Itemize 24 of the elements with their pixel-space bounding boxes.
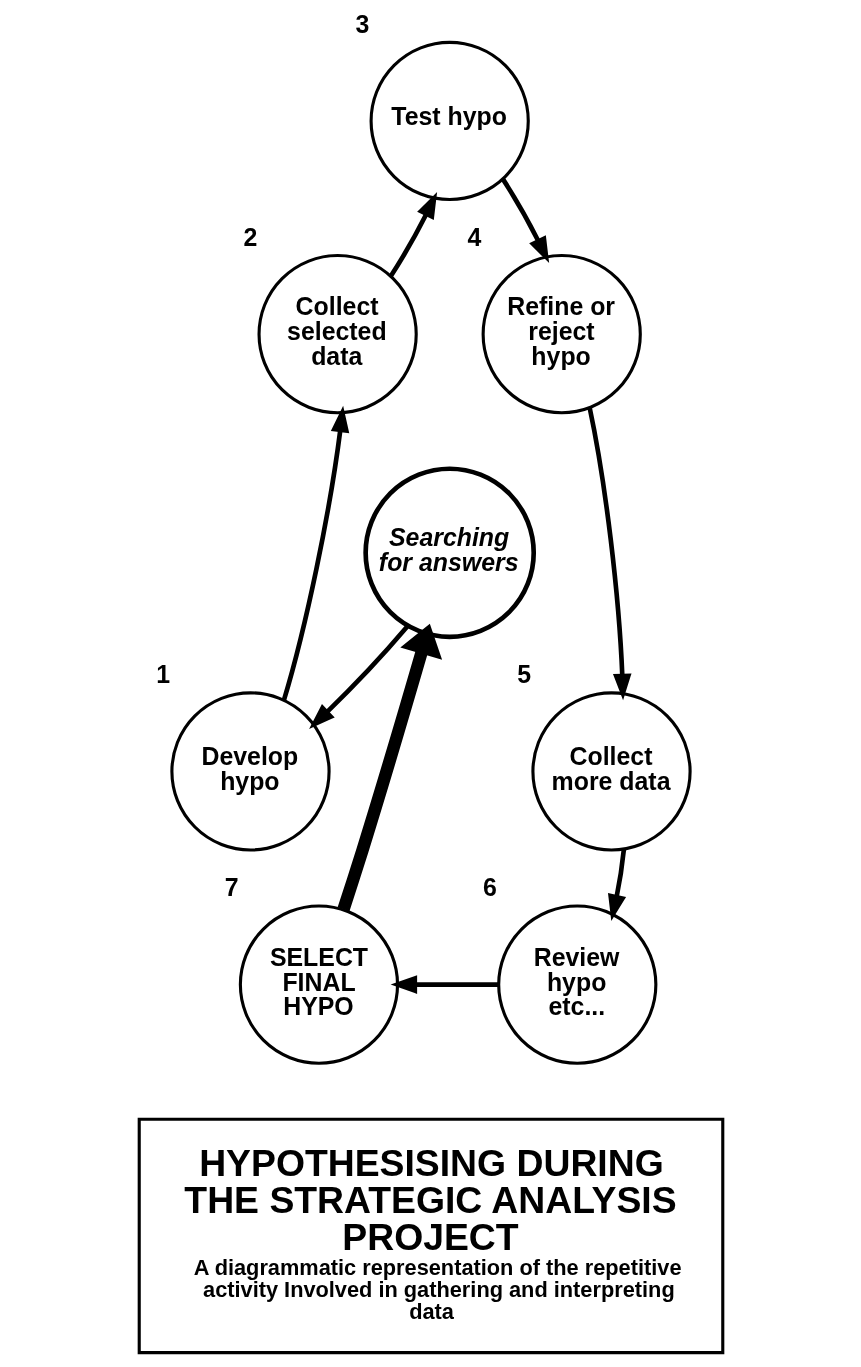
node-label: 6 — [482, 873, 497, 902]
arrow — [308, 624, 409, 729]
node-circle: SELECT FINAL HYPO — [238, 904, 399, 1065]
arrow — [281, 405, 349, 701]
node-circle: Review hypo etc... — [496, 904, 657, 1065]
node-circle: Develop hypo — [169, 691, 331, 852]
arrow — [390, 975, 498, 994]
node-circle: Searching for answers — [362, 466, 536, 640]
node-circle: Refine or reject hypo — [481, 254, 642, 415]
arrow — [337, 623, 442, 912]
arrow — [586, 407, 631, 701]
node-circle: Collect selected data — [257, 254, 418, 415]
arrow — [500, 178, 549, 264]
node-label: 4 — [467, 222, 481, 251]
node-circle: Collect more data — [530, 691, 692, 852]
node-label: 5 — [516, 660, 531, 689]
node-label: 3 — [355, 9, 369, 38]
node-label: 7 — [224, 873, 239, 902]
node-box: HYPOTHESISING DURING THE STRATEGIC ANALYSIS PROJECT A diagrammatic representation of the repetitive activity Involved in gathering and interpreting data — [137, 1117, 724, 1355]
arrow — [607, 849, 626, 921]
arrow — [388, 192, 437, 278]
node-label: 2 — [242, 222, 257, 251]
node-circle: Test hypo — [369, 40, 530, 202]
node-label: 1 — [155, 660, 170, 689]
